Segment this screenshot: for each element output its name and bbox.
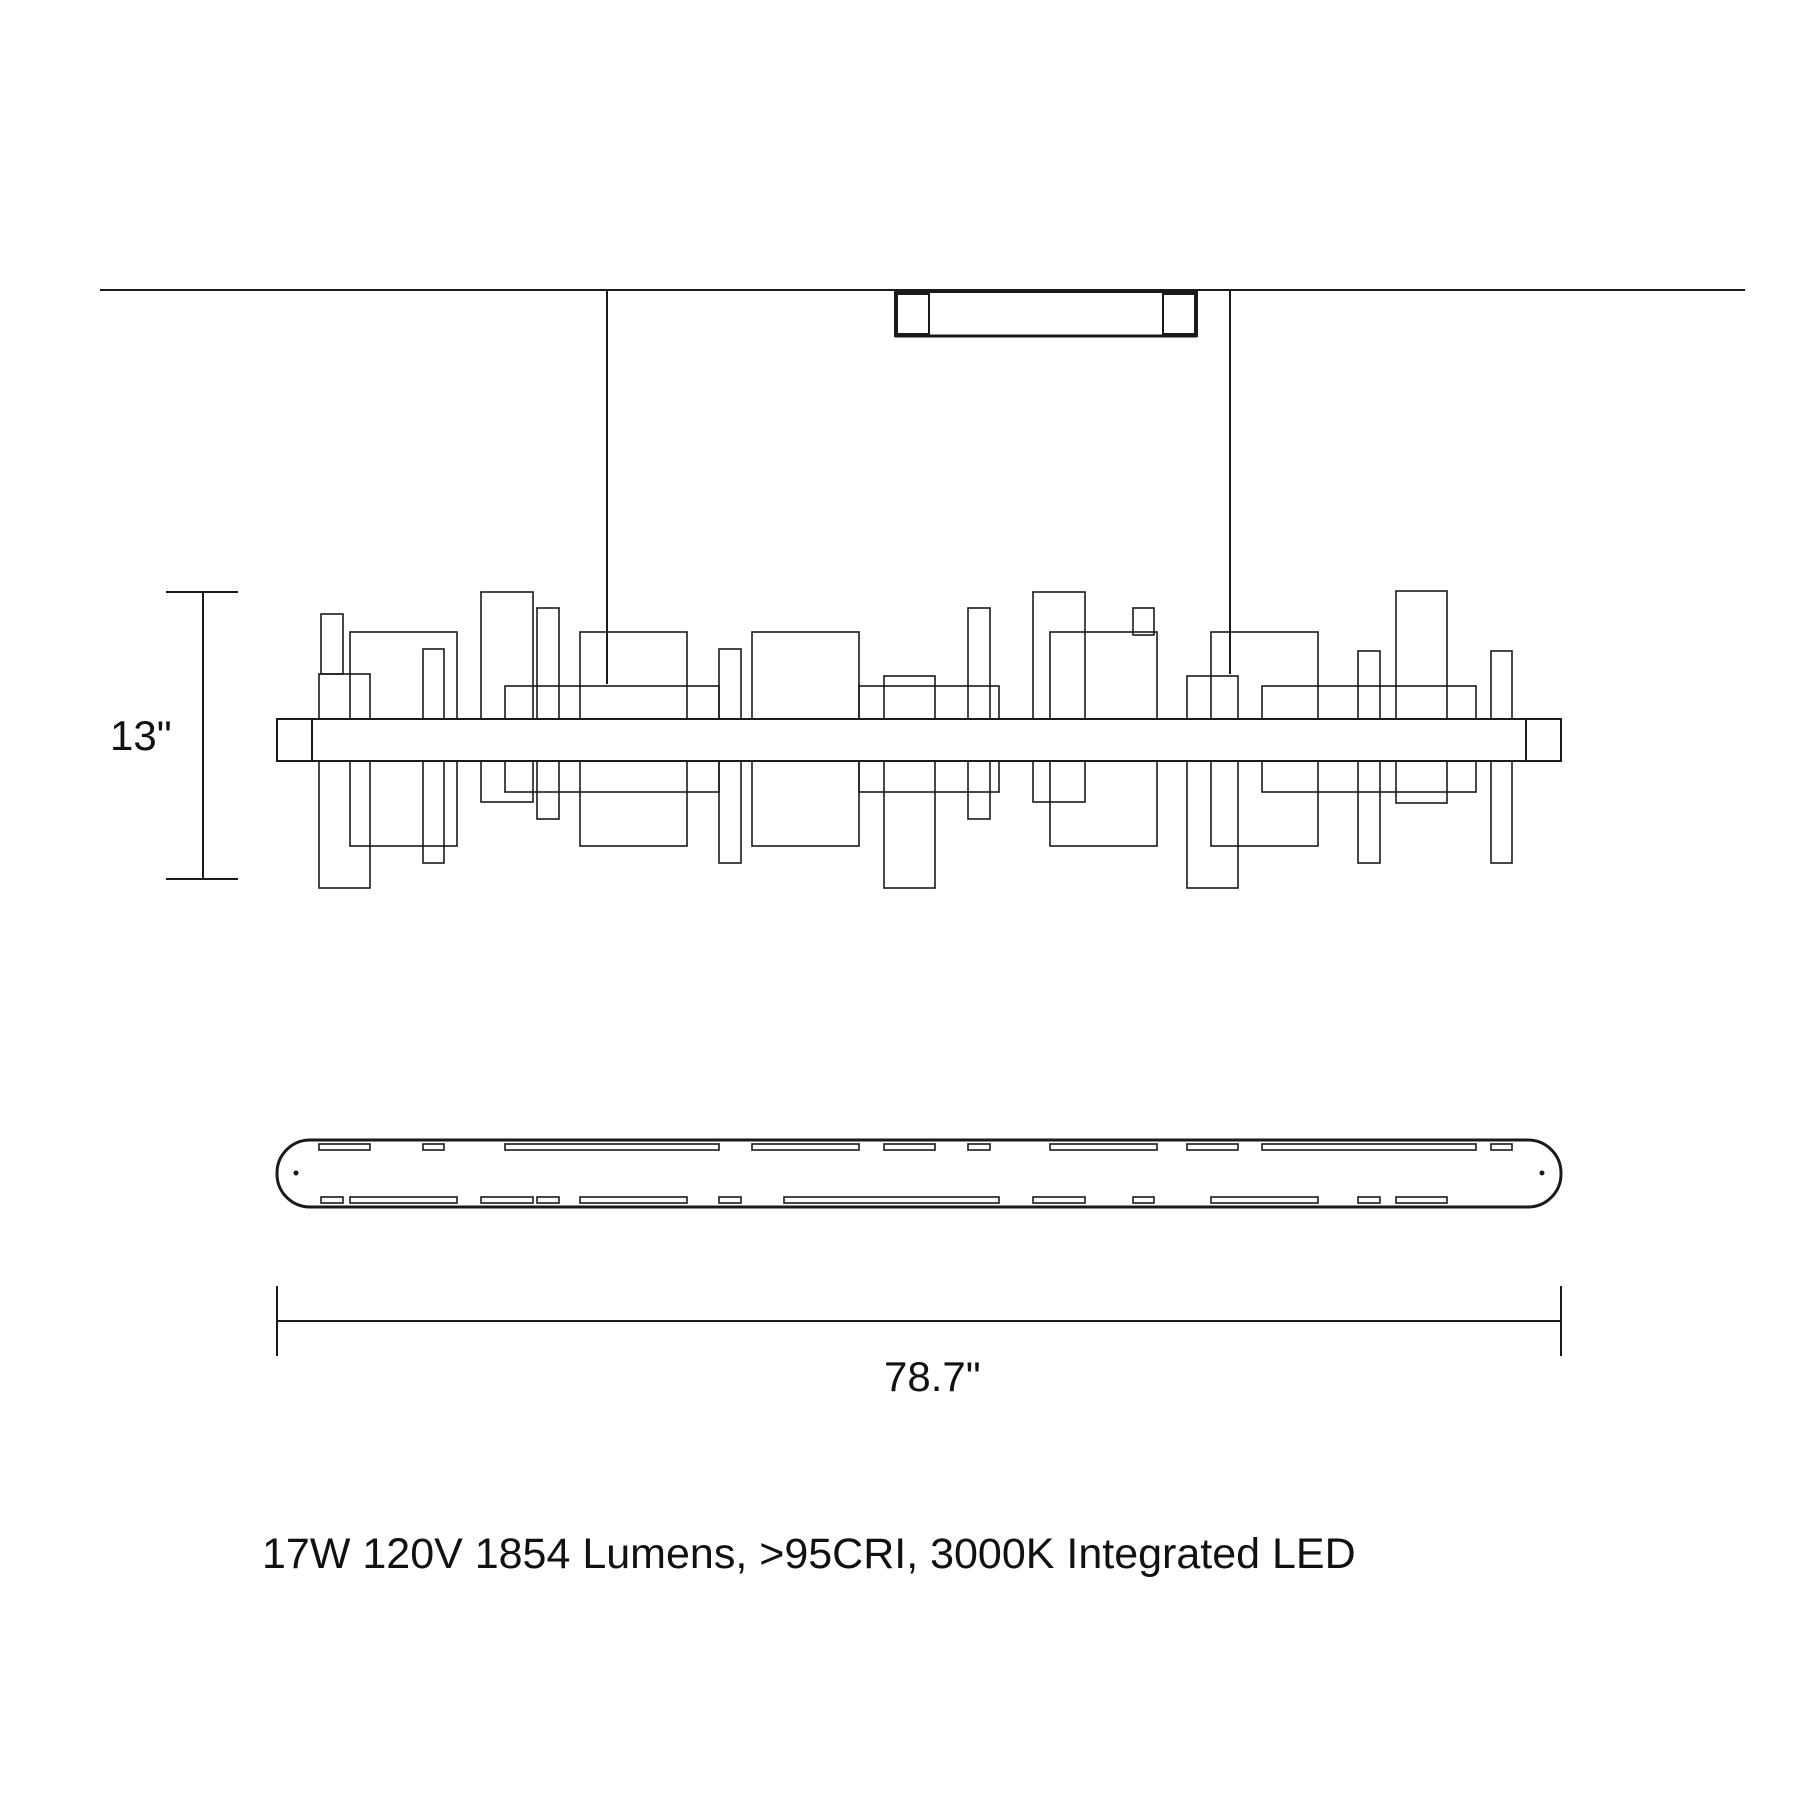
width-dimension-label: 78.7"	[884, 1353, 981, 1400]
specification-text: 17W 120V 1854 Lumens, >95CRI, 3000K Inte…	[262, 1530, 1356, 1578]
ceiling-canopy	[894, 291, 1198, 338]
width-dimension	[276, 1286, 1562, 1356]
height-dimension-label: 13"	[110, 712, 172, 759]
height-dimension	[166, 591, 238, 880]
fixture-plan-view	[275, 1138, 1563, 1209]
fixture-main-bar	[276, 718, 1562, 762]
